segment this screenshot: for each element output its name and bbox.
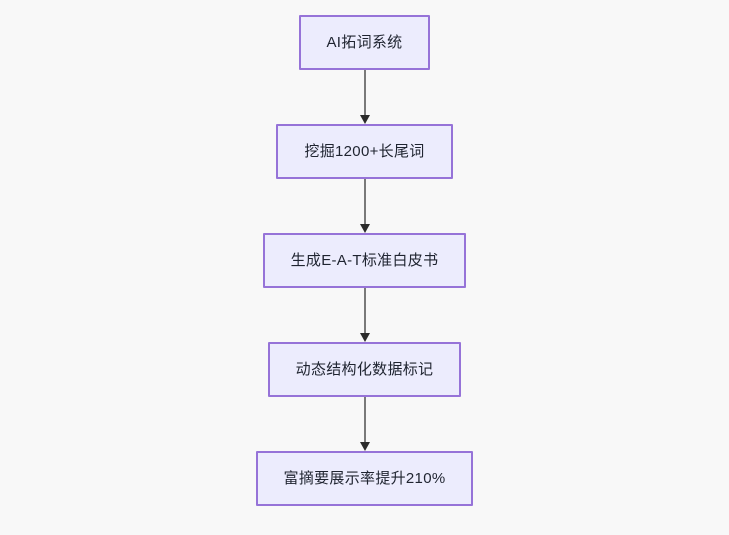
arrow-down-icon: [359, 333, 370, 342]
flowchart-node-4[interactable]: 动态结构化数据标记: [267, 342, 462, 397]
flowchart-node-1[interactable]: AI拓词系统: [298, 15, 431, 70]
edge-line: [363, 288, 366, 334]
flowchart-node-2-label: 挖掘1200+长尾词: [304, 143, 425, 160]
flowchart-edge-1: [358, 70, 372, 124]
edge-line: [363, 70, 366, 116]
arrow-down-icon: [359, 442, 370, 451]
flowchart-node-4-label: 动态结构化数据标记: [295, 361, 434, 378]
flowchart-edge-3: [358, 288, 372, 342]
edge-line: [363, 397, 366, 443]
edge-line: [363, 179, 366, 225]
flowchart-node-3[interactable]: 生成E-A-T标准白皮书: [262, 233, 467, 288]
flowchart-node-5[interactable]: 富摘要展示率提升210%: [255, 451, 474, 506]
arrow-down-icon: [359, 115, 370, 124]
flowchart-node-3-label: 生成E-A-T标准白皮书: [290, 252, 439, 269]
flowchart-edge-2: [358, 179, 372, 233]
flowchart-edge-4: [358, 397, 372, 451]
flowchart-node-1-label: AI拓词系统: [326, 34, 403, 51]
arrow-down-icon: [359, 224, 370, 233]
flowchart-node-2[interactable]: 挖掘1200+长尾词: [276, 124, 453, 179]
flowchart-node-5-label: 富摘要展示率提升210%: [283, 470, 446, 487]
